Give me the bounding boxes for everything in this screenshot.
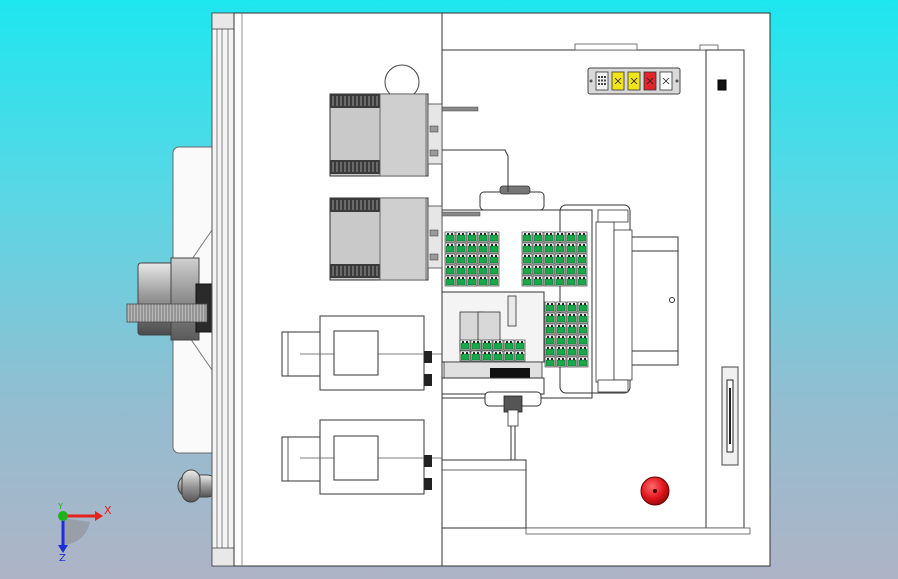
coordinate-triad: X Y Z: [57, 502, 112, 564]
vessel-lower: [329, 197, 481, 281]
left-profile-rail: [211, 12, 235, 567]
triad-z-arrow: [58, 545, 68, 553]
triad-y-origin: [58, 511, 68, 521]
triad-x-arrow: [95, 511, 103, 521]
triad-y-label: Y: [57, 502, 63, 511]
pneumatic-valve-upper: [281, 315, 442, 391]
control-panel: [587, 67, 681, 95]
thread-lines: [129, 304, 206, 322]
emergency-stop-button[interactable]: [640, 476, 670, 506]
threaded-cylinder: [126, 257, 213, 341]
triad-z-label: Z: [59, 553, 66, 564]
vessel-fins: [332, 96, 378, 276]
triad-x-label: X: [104, 504, 112, 517]
door-handle[interactable]: [721, 366, 739, 466]
pneumatic-valve-lower: [281, 419, 442, 495]
elbow-pipe: [177, 469, 219, 503]
vessel-upper: [329, 64, 479, 177]
drive-motor-box: [629, 236, 679, 366]
terminal-modules: [444, 231, 589, 368]
